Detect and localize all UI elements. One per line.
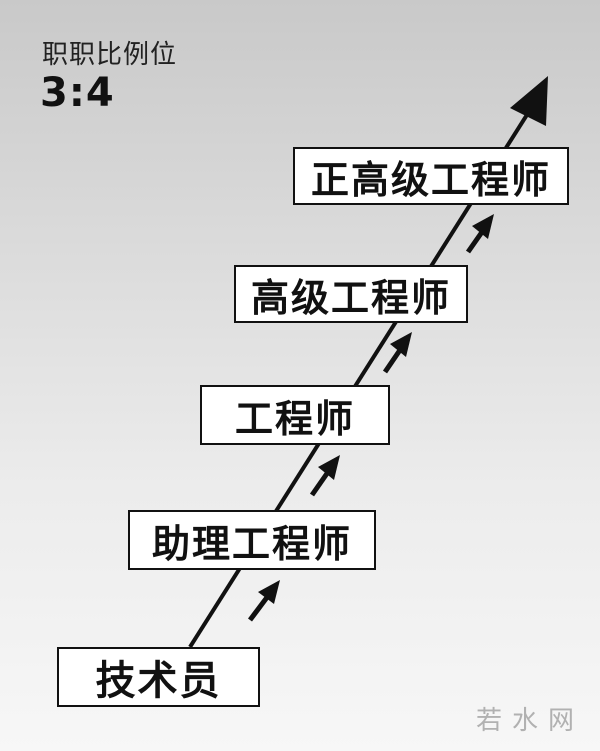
- main-arrowhead: [510, 76, 548, 126]
- step-arrow-3: [382, 332, 412, 374]
- watermark: 若水网: [475, 706, 584, 736]
- step-senior-engineer: 高级工程师: [234, 265, 468, 323]
- ratio-value: 3:4: [40, 70, 115, 116]
- step-arrow-1: [248, 580, 280, 622]
- caption-label: 职职比例位: [42, 40, 178, 70]
- step-assistant-engineer: 助理工程师: [128, 510, 376, 570]
- step-professor-senior-engineer: 正高级工程师: [293, 147, 569, 205]
- step-arrow-2: [309, 455, 340, 497]
- step-engineer: 工程师: [200, 385, 390, 445]
- step-arrow-4: [465, 214, 494, 254]
- step-technician: 技术员: [57, 647, 260, 707]
